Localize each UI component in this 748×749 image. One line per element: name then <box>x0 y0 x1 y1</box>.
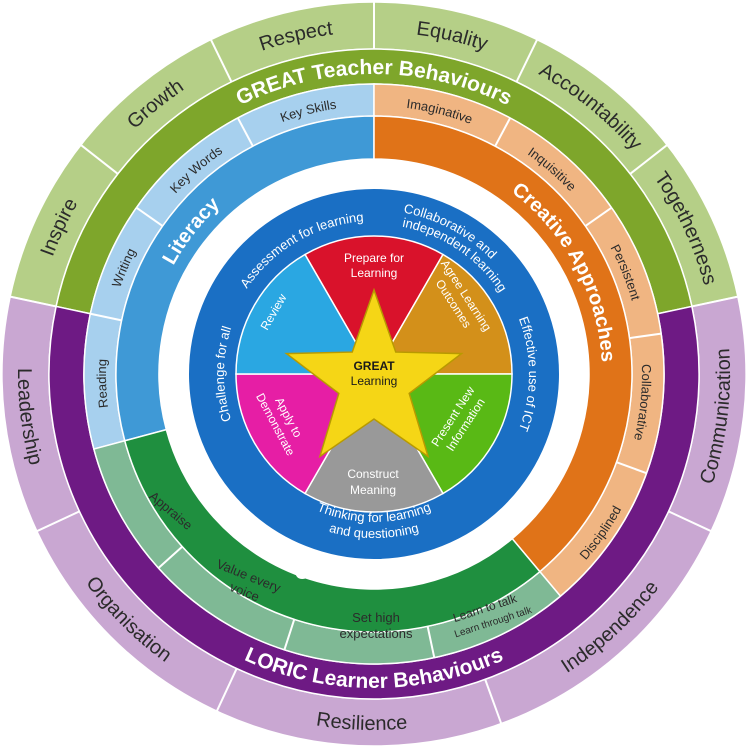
oracy-title: Oracy <box>295 562 353 584</box>
divider-line <box>283 619 296 651</box>
ring-questioning: and questioning <box>328 520 420 541</box>
segment-construct <box>303 372 445 513</box>
divider-line <box>9 295 57 308</box>
oracy-item-expectations: expectations <box>340 626 413 641</box>
divider-line <box>515 39 538 83</box>
center-subtitle: Learning <box>351 374 398 388</box>
divider-line <box>484 679 503 724</box>
divider-line <box>157 545 183 569</box>
segment-prepare-line2: Learning <box>351 266 398 280</box>
ring-challenge: Challenge for all <box>212 324 234 424</box>
divider-line <box>80 144 119 175</box>
divider-line <box>210 39 233 83</box>
great-learning-star <box>284 287 464 459</box>
svg-text:and questioning: and questioning <box>328 520 420 541</box>
segment-review <box>235 253 376 375</box>
svg-text:Reading: Reading <box>94 359 111 409</box>
oracy-item-set-high: Set high <box>352 610 400 625</box>
divider-line <box>236 117 254 147</box>
divider-line <box>90 312 122 322</box>
segment-construct-line1: Construct <box>347 467 399 481</box>
divider-line <box>616 461 647 475</box>
divider-line <box>135 206 164 227</box>
divider-line <box>629 332 662 340</box>
divider-line <box>629 144 668 175</box>
value-resilience: Resilience <box>315 708 408 735</box>
divider-line <box>426 626 436 658</box>
divider-line <box>36 510 80 533</box>
svg-text:Resilience: Resilience <box>315 708 408 735</box>
literacy-item-reading: Reading <box>94 359 111 409</box>
creative-band <box>373 115 633 573</box>
svg-text:Challenge for all: Challenge for all <box>212 324 234 424</box>
quadrant-subitem-dividers <box>90 117 662 658</box>
divider-line <box>215 668 238 712</box>
segment-agree <box>372 253 513 375</box>
divider-line <box>668 510 712 533</box>
segment-construct-line2: Meaning <box>350 483 396 497</box>
oracy-band <box>123 428 541 633</box>
divider-line <box>584 206 613 227</box>
center-title: GREAT <box>353 359 395 373</box>
divider-line <box>494 117 512 147</box>
segment-prepare-line1: Prepare for <box>344 251 404 265</box>
divider-line <box>691 295 739 308</box>
outer-ring-dividers <box>9 2 739 724</box>
